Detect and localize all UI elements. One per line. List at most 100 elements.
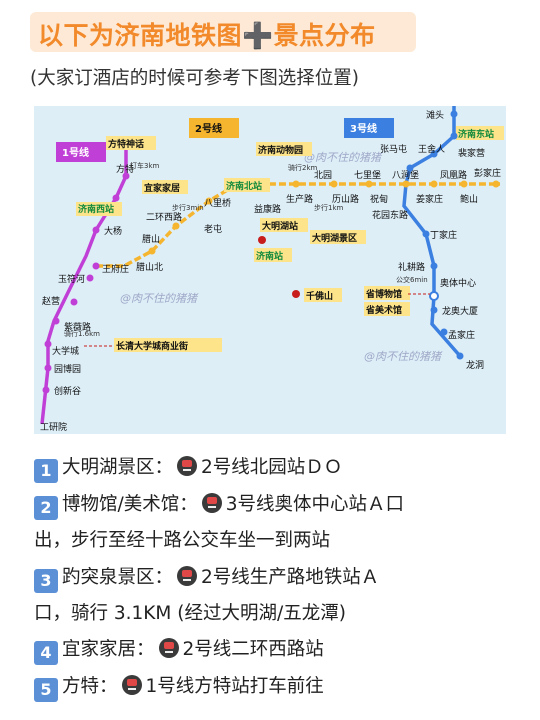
list-place: 方特： [62, 676, 118, 697]
metro-icon [201, 493, 222, 513]
line3-name: 3号线 [350, 122, 377, 135]
station-lijiazhuang: 礼耕路 [398, 261, 425, 273]
station-longdong: 龙洞 [466, 359, 484, 371]
station-pengjiazhuang: 彭家庄 [474, 167, 501, 179]
line2-badge [189, 118, 239, 138]
station-jinanbeizhan: 济南北站 [226, 180, 262, 192]
station-jinansta: 济南站 [256, 250, 283, 262]
station-baoshan: 鲍山 [460, 193, 478, 205]
watermark: @肉不住的猪猪 [364, 350, 443, 363]
list-place: 博物馆/美术馆： [62, 494, 198, 515]
list-item-continued: 出，步行至经十路公交车坐一到两站 [34, 530, 331, 551]
station-zhuangjiaying: 裴家营 [458, 147, 485, 159]
station-zixialu: 紫薇路 [64, 321, 91, 333]
station-taishanlu: 祝甸 [370, 193, 388, 205]
station-fenghuanglu: 凤凰路 [440, 169, 467, 181]
line2-stations: 腊山北 腊山 二环西路 老屯 八里桥 益康路 济南北站 生产路 北园 历山路 七… [136, 167, 501, 273]
station-dingjiazhuang: 丁家庄 [430, 229, 457, 241]
note-qixing2km: 骑行2km [288, 163, 318, 172]
line2-track [96, 182, 500, 268]
poi-shengmeishuguan: 省美术馆 [365, 304, 402, 316]
list-place: 大明湖景区： [62, 457, 174, 478]
station-bajiaqiao: 八涧堡 [392, 169, 419, 181]
watermark: @肉不住的猪猪 [304, 151, 383, 164]
station-longaodasha: 龙奥大厦 [442, 305, 478, 317]
station-laoshanbei: 腊山北 [136, 262, 163, 273]
line1-badge [56, 142, 106, 162]
line3-stations: 滩头 济南东站 裴家营 王舍人 张马屯 丁家庄 礼耕路 奥体中心 龙奥大厦 孟家… [380, 109, 504, 371]
line2-name: 2号线 [195, 122, 222, 135]
note-buxing3min: 步行3min [172, 203, 204, 212]
station-jinanxizhan: 济南西站 [78, 203, 114, 215]
list-number: 4 [34, 641, 58, 665]
line1-track [40, 136, 128, 425]
metro-icon [177, 566, 198, 586]
note-buxing1km: 步行1km [314, 203, 344, 212]
metro-icon [158, 638, 179, 658]
station-laozhuang: 老屯 [204, 223, 222, 235]
station-mengjiazhuang: 孟家庄 [448, 329, 475, 341]
station-huayuandonglu: 花园东路 [372, 209, 408, 221]
station-dayang: 大杨 [104, 225, 122, 237]
station-jiangjiazhuang: 姜家庄 [416, 193, 443, 205]
list-route: 3号线奥体中心站Ａ口 [225, 494, 405, 515]
list-place: 趵突泉景区： [62, 567, 174, 588]
station-zhangmatun: 张马屯 [380, 143, 407, 155]
note-gongjiao6min: 公交6min [396, 275, 428, 284]
station-fangte: 方特 [116, 163, 134, 175]
page-subtitle: (大家订酒店的时候可参考下图选择位置) [30, 68, 359, 89]
station-gongyanyuan: 工研院 [40, 421, 67, 433]
note-dache3km: 打车3km [130, 161, 160, 170]
list-number: 3 [34, 569, 58, 593]
watermark: @肉不住的猪猪 [120, 292, 199, 305]
list-route: 1号线方特站打车前往 [145, 676, 324, 697]
poi-daminghu: 大明湖站 [262, 220, 298, 232]
list-route: 2号线二环西路站 [182, 639, 324, 660]
list-number: 2 [34, 496, 58, 520]
station-yikanglu: 益康路 [254, 203, 281, 215]
page-title: 以下为济南地铁图➕景点分布 [38, 21, 376, 50]
poi-yixiangjiaju: 宜家家居 [144, 182, 180, 194]
station-zhaoying: 赵营 [42, 295, 60, 307]
station-lishanlu: 历山路 [332, 193, 359, 205]
poi-qianfoshan: 千佛山 [306, 290, 333, 302]
station-wangsheren: 王舍人 [418, 143, 445, 155]
station-qiliqiao: 七里堡 [354, 169, 381, 181]
metro-map: @肉不住的猪猪 @肉不住的猪猪 @肉不住的猪猪 1号线 2号线 3号线 方特 济… [34, 106, 506, 434]
station-shengchanlu: 生产路 [286, 193, 313, 205]
poi-daminghujingqu: 大明湖景区 [312, 232, 357, 244]
station-chuangxingu: 创新谷 [54, 385, 81, 397]
metro-icon [177, 456, 198, 476]
poi-changqingdaxuecheng: 长清大学城商业街 [116, 340, 188, 352]
station-yufulu: 玉符河 [58, 273, 85, 285]
station-ercheng: 腊山 [142, 234, 160, 245]
station-wangfuzhuang: 王府庄 [102, 263, 129, 275]
station-yuanboyuan: 园博园 [54, 363, 81, 375]
station-tantou: 滩头 [426, 109, 444, 121]
line3-badge [344, 118, 394, 138]
station-daxuecheng: 大学城 [52, 345, 79, 357]
poi-markers: 方特神话 打车3km 宜家家居 步行3min 济南动物园 骑行2km 大明湖站 … [64, 136, 430, 352]
poi-shengbowuguan: 省博物馆 [365, 288, 402, 300]
station-bali: 八里桥 [204, 197, 231, 209]
line1-name: 1号线 [62, 146, 89, 159]
station-aotizhongxin: 奥体中心 [440, 277, 476, 289]
list-place: 宜家家居： [62, 639, 155, 660]
station-beiyuan: 北园 [314, 170, 332, 181]
poi-jinandongwuyuan: 济南动物园 [258, 144, 303, 156]
list-item-continued: 口，骑行 3.1KM (经过大明湖/五龙潭) [34, 603, 346, 624]
list-route: 2号线生产路地铁站Ａ [201, 567, 380, 588]
title-banner: 以下为济南地铁图➕景点分布 [30, 12, 416, 52]
list-number: 5 [34, 678, 58, 702]
station-erhuanxi: 二环西路 [146, 211, 182, 223]
list-route: 2号线北园站ＤＯ [201, 457, 343, 478]
list-number: 1 [34, 459, 58, 483]
line3-track [402, 106, 462, 358]
line1-stations: 方特 济南西站 大杨 王府庄 玉符河 赵营 紫薇路 大学城 园博园 创新谷 工研… [40, 163, 134, 433]
station-jinandongzhan: 济南东站 [458, 128, 494, 140]
